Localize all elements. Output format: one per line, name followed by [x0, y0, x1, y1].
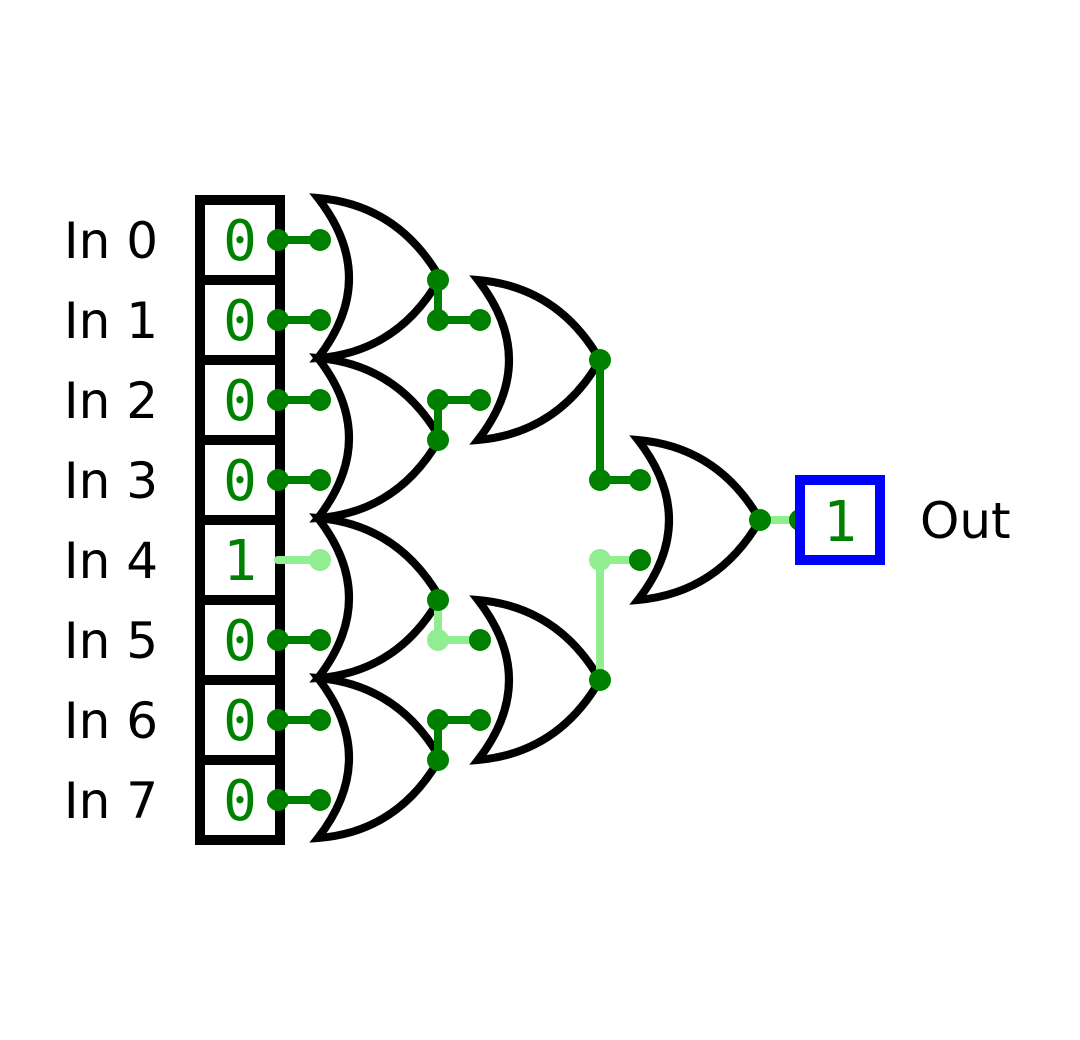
output-value: 1: [823, 490, 857, 555]
wire-joint-dot: [309, 309, 331, 331]
or-gate-5: [469, 595, 605, 765]
wire-joint-dot: [589, 669, 611, 691]
input-label-6: In 6: [64, 692, 158, 750]
wire-joint-dot: [469, 389, 491, 411]
input-value-1: 0: [223, 289, 257, 354]
wire-joint-dot: [629, 549, 651, 571]
wire-joint-dot: [267, 469, 289, 491]
or-gate-4: [469, 275, 605, 445]
wire-joint-dot: [267, 709, 289, 731]
or-gate-1: [309, 353, 445, 523]
wire-joint-dot: [427, 309, 449, 331]
wire-joint-dot: [267, 389, 289, 411]
input-values: 0 0 0 0 1 0 0 0: [223, 209, 257, 834]
input-value-5: 0: [223, 609, 257, 674]
output-cell: [795, 475, 885, 565]
or-gate-6: [629, 435, 765, 605]
wire-joint-dot: [427, 589, 449, 611]
wire-joint-dot: [309, 469, 331, 491]
wire-joint-dot: [629, 469, 651, 491]
input-label-3: In 3: [64, 452, 158, 510]
input-value-3: 0: [223, 449, 257, 514]
wire-joint-dot: [309, 229, 331, 251]
input-value-0: 0: [223, 209, 257, 274]
input-label-2: In 2: [64, 372, 158, 430]
wire-joint-dot: [589, 549, 611, 571]
wire-g4-g6: [596, 356, 644, 484]
wire-joint-dot: [267, 629, 289, 651]
input-label-1: In 1: [64, 292, 158, 350]
input-value-7: 0: [223, 769, 257, 834]
wire-joint-dot: [749, 509, 771, 531]
wire-joint-dot: [267, 789, 289, 811]
input-label-7: In 7: [64, 772, 158, 830]
wire-joint-dot: [309, 789, 331, 811]
wire-joint-dot: [469, 709, 491, 731]
wire-joint-dot: [309, 629, 331, 651]
wire-joint-dot: [267, 309, 289, 331]
wire-joint-dot: [469, 309, 491, 331]
wire-joint-dot: [309, 709, 331, 731]
output: 1 Out: [795, 475, 1011, 565]
wire-joint-dot: [589, 349, 611, 371]
input-label-0: In 0: [64, 212, 158, 270]
wire-joint-dot: [427, 389, 449, 411]
input-register: [195, 195, 285, 845]
output-label: Out: [920, 492, 1011, 550]
wire-g5-g6: [596, 556, 644, 684]
input-value-6: 0: [223, 689, 257, 754]
input-label-4: In 4: [64, 532, 158, 590]
wire-joint-dot: [309, 389, 331, 411]
wire-joint-dot: [427, 709, 449, 731]
wire-joint-dot: [427, 629, 449, 651]
input-value-4: 1: [223, 529, 257, 594]
gates: [309, 193, 765, 843]
input-cell-7[interactable]: [195, 755, 285, 845]
wire-joint-dot: [427, 429, 449, 451]
or-gate-0: [309, 193, 445, 363]
wire-joint-dot: [309, 549, 331, 571]
input-value-2: 0: [223, 369, 257, 434]
input-label-5: In 5: [64, 612, 158, 670]
wire-joint-dot: [589, 469, 611, 491]
or-gate-3: [309, 673, 445, 843]
input-labels: In 0 In 1 In 2 In 3 In 4 In 5 In 6 In 7: [64, 212, 158, 830]
or-gate-2: [309, 513, 445, 683]
wires: [267, 229, 811, 811]
wire-joint-dot: [469, 629, 491, 651]
wire-joint-dot: [427, 749, 449, 771]
wire-joint-dot: [267, 229, 289, 251]
wire-joint-dot: [427, 269, 449, 291]
